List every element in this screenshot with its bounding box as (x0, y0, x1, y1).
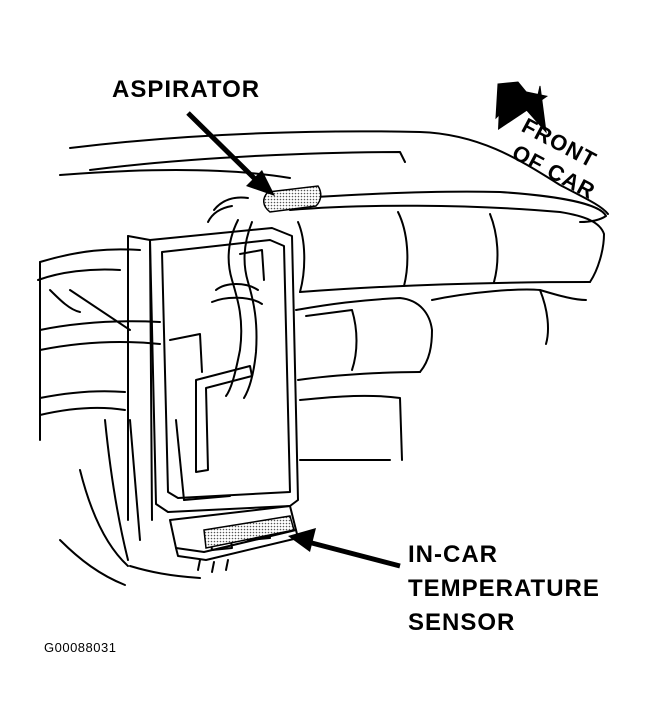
in-car-sensor-label: IN-CAR TEMPERATURE SENSOR (408, 538, 600, 640)
aspirator-pointer (186, 111, 275, 196)
aspirator-label: ASPIRATOR (112, 76, 261, 103)
windshield-inner-line (89, 151, 406, 171)
dash-left-contour (39, 248, 141, 263)
inner-bracket (195, 365, 253, 473)
sensor-housing (169, 505, 297, 553)
aspirator-body (263, 185, 322, 213)
front-direction-arrow (495, 81, 548, 134)
aspirator-hose (225, 219, 243, 397)
dash-crown (267, 190, 607, 223)
in-car-sensor-label-line-3: SENSOR (408, 609, 516, 636)
dash-pad-upper (289, 204, 605, 283)
sensor-face (203, 515, 295, 549)
panel-frame (149, 227, 299, 513)
in-car-sensor-label-line-1: IN-CAR (408, 541, 498, 568)
dash-pad-middle (295, 297, 433, 373)
dash-lower (104, 419, 129, 561)
dash-top-line (59, 169, 291, 179)
windshield-line (69, 130, 609, 215)
figure-code: G00088031 (44, 640, 117, 655)
in-car-sensor-label-line-2: TEMPERATURE (408, 575, 600, 602)
sensor-pointer (288, 528, 401, 569)
